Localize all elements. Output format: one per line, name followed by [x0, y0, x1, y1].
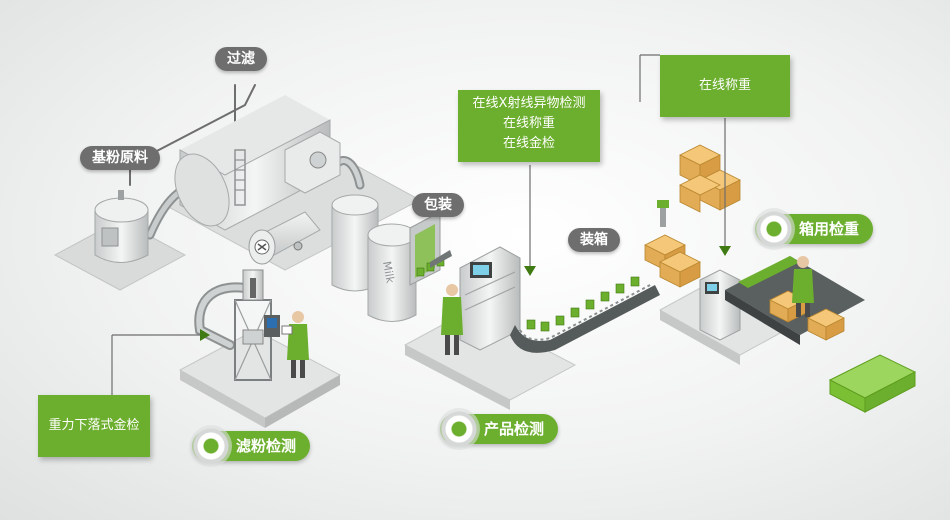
label-packaging: 包装 [412, 193, 464, 217]
dryer-cylinder [248, 211, 321, 265]
silos: Milk [331, 194, 417, 322]
base-powder-tank [94, 190, 149, 263]
packaging-machine [409, 211, 521, 351]
worker-figure-3 [792, 256, 814, 317]
badge-box-weigh: 箱用检重 [753, 208, 874, 250]
callout-product-checks: 在线X射线异物检测 在线称重 在线金检 [458, 90, 600, 162]
gravity-metal-detector [234, 269, 280, 381]
pointer-arrows [200, 246, 731, 341]
label-boxing: 装箱 [568, 228, 620, 252]
badge-box-weigh-text: 箱用检重 [799, 220, 860, 238]
callout-line-metal: 在线金检 [502, 136, 555, 151]
callout-gravity-detector: 重力下落式金检 [38, 395, 150, 457]
target-ring-icon [753, 208, 795, 250]
green-crate [828, 354, 917, 413]
worker-figure-2 [441, 284, 463, 355]
box-checkweigher [699, 256, 865, 345]
callout-box-weighing-text: 在线称重 [698, 78, 751, 93]
badge-product-detect-text: 产品检测 [484, 420, 545, 438]
badge-powder-detect: 滤粉检测 [190, 425, 311, 467]
label-base-powder: 基粉原料 [80, 146, 160, 170]
storage-tank [174, 95, 341, 231]
badge-product-detect: 产品检测 [438, 408, 559, 450]
label-filter: 过滤 [215, 47, 267, 71]
callout-gravity-text: 重力下落式金检 [48, 418, 140, 433]
target-ring-icon [438, 408, 480, 450]
can-conveyor [416, 250, 660, 353]
badge-powder-detect-text: 滤粉检测 [236, 437, 297, 455]
worker-figure-1 [281, 311, 309, 378]
target-ring-icon [190, 425, 232, 467]
callout-box-weighing: 在线称重 [660, 55, 790, 117]
milk-tank-text: Milk [380, 260, 397, 285]
callout-line-weighing: 在线称重 [502, 116, 555, 131]
callout-line-xray: 在线X射线异物检测 [472, 96, 586, 111]
cartons-stack [644, 144, 741, 288]
